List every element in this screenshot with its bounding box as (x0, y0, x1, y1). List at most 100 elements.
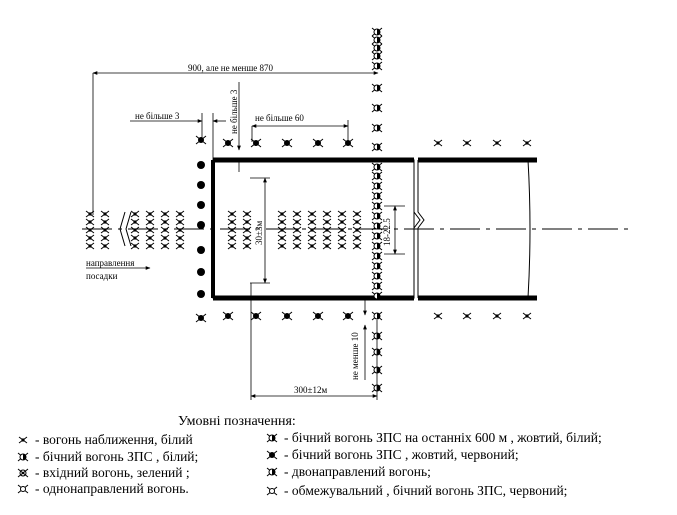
side-light-yellow-red-icon (266, 450, 278, 460)
threshold-light-green-icon (17, 468, 29, 478)
legend-item-approach: - вогонь наближення, білий (14, 432, 193, 448)
side-light-top (433, 139, 443, 147)
threshold-light (197, 221, 205, 229)
approach-light (160, 226, 170, 234)
side-light-top (492, 139, 502, 147)
approach-light (175, 218, 185, 226)
centreline-light (292, 218, 302, 226)
bidirectional-light-icon (266, 467, 278, 477)
crossbar-light (371, 103, 383, 113)
crossbar-light (371, 261, 383, 271)
crossbar-light (371, 181, 383, 191)
approach-light (160, 234, 170, 242)
centreline-light (242, 226, 252, 234)
crossbar-light (371, 43, 383, 53)
crossbar-light (371, 51, 383, 61)
crossbar-light (371, 201, 383, 211)
crossbar-light (371, 191, 383, 201)
approach-light (100, 234, 110, 242)
threshold-light (197, 201, 205, 209)
side-light-bottom (342, 311, 354, 321)
centreline-light (322, 234, 332, 242)
centreline-light (242, 218, 252, 226)
approach-light (85, 226, 95, 234)
approach-light (145, 218, 155, 226)
label-landing-direction-1: направлення (86, 258, 134, 268)
threshold-light (197, 246, 205, 254)
centreline-light (337, 234, 347, 242)
side-light-bottom (492, 312, 502, 320)
crossbar-light (371, 142, 383, 152)
approach-light (85, 242, 95, 250)
dimension-lines (86, 71, 405, 400)
centreline-light (322, 226, 332, 234)
legend-item-limit-red: - обмежувальний , бічний вогонь ЗПС, чер… (263, 483, 567, 499)
centreline-light (292, 226, 302, 234)
side-light-top (462, 139, 472, 147)
approach-light (100, 242, 110, 250)
legend-item-side-white: - бічний вогонь ЗПС , білий; (14, 449, 198, 465)
legend-title: Умовні позначення: (178, 414, 296, 429)
side-light-top (312, 138, 324, 148)
label-max3-horizontal: не більше 3 (135, 111, 180, 121)
approach-light (130, 234, 140, 242)
crossbar-light (371, 271, 383, 281)
centreline-light (337, 218, 347, 226)
approach-light (145, 210, 155, 218)
label-18-22: 18-22.5 (382, 218, 392, 246)
centreline-light (227, 242, 237, 250)
threshold-wing-light (195, 313, 207, 323)
gap-chevron-icon (119, 211, 132, 247)
crossbar-light (371, 83, 383, 93)
legend-item-threshold: - вхідний вогонь, зелений ; (14, 465, 190, 481)
crossbar-light (371, 221, 383, 231)
crossbar-light (371, 27, 383, 37)
centreline-light (242, 210, 252, 218)
centreline-light (242, 242, 252, 250)
approach-light (145, 234, 155, 242)
label-min10: не менше 10 (350, 332, 360, 380)
crossbar-light (371, 241, 383, 251)
crossbar-light (371, 311, 383, 321)
approach-light (100, 218, 110, 226)
centreline-light (307, 242, 317, 250)
legend-item-side-last600: - бічний вогонь ЗПС на останніх 600 м , … (263, 430, 602, 446)
side-light-bottom (312, 311, 324, 321)
approach-light (175, 210, 185, 218)
approach-light (175, 242, 185, 250)
centreline-light (277, 218, 287, 226)
label-300m: 300±12м (294, 385, 327, 395)
crossbar-light (371, 231, 383, 241)
threshold-light (197, 181, 205, 189)
centreline-light (292, 234, 302, 242)
crossbar-light (371, 291, 383, 301)
label-30m: 30±3м (254, 221, 264, 245)
approach-light-icon (18, 436, 28, 444)
label-max3-vertical: не більше 3 (229, 89, 239, 134)
crossbar-light (371, 281, 383, 291)
threshold-wing-light (195, 135, 207, 145)
approach-light (130, 226, 140, 234)
threshold-light (197, 161, 205, 169)
approach-light (175, 226, 185, 234)
approach-lights (85, 210, 362, 250)
centreline-light (322, 242, 332, 250)
side-light-top (250, 138, 262, 148)
dimension-labels: 900, але не менше 870 не більше 3 не біл… (86, 63, 392, 395)
side-light-bottom (462, 312, 472, 320)
label-total-distance: 900, але не менше 870 (188, 63, 274, 73)
side-light-top (281, 138, 293, 148)
centreline-light (307, 218, 317, 226)
crossbar-light (371, 211, 383, 221)
crossbar-light (371, 61, 383, 71)
centreline-light (292, 242, 302, 250)
centreline-light (337, 226, 347, 234)
approach-light (130, 210, 140, 218)
crossbar-light (371, 123, 383, 133)
approach-light (160, 210, 170, 218)
centreline-light (227, 226, 237, 234)
centreline-light (227, 218, 237, 226)
legend-item-side-yellow-red: - бічний вогонь ЗПС , жовтий, червоний; (263, 447, 519, 463)
approach-light (130, 218, 140, 226)
centreline-light (322, 218, 332, 226)
